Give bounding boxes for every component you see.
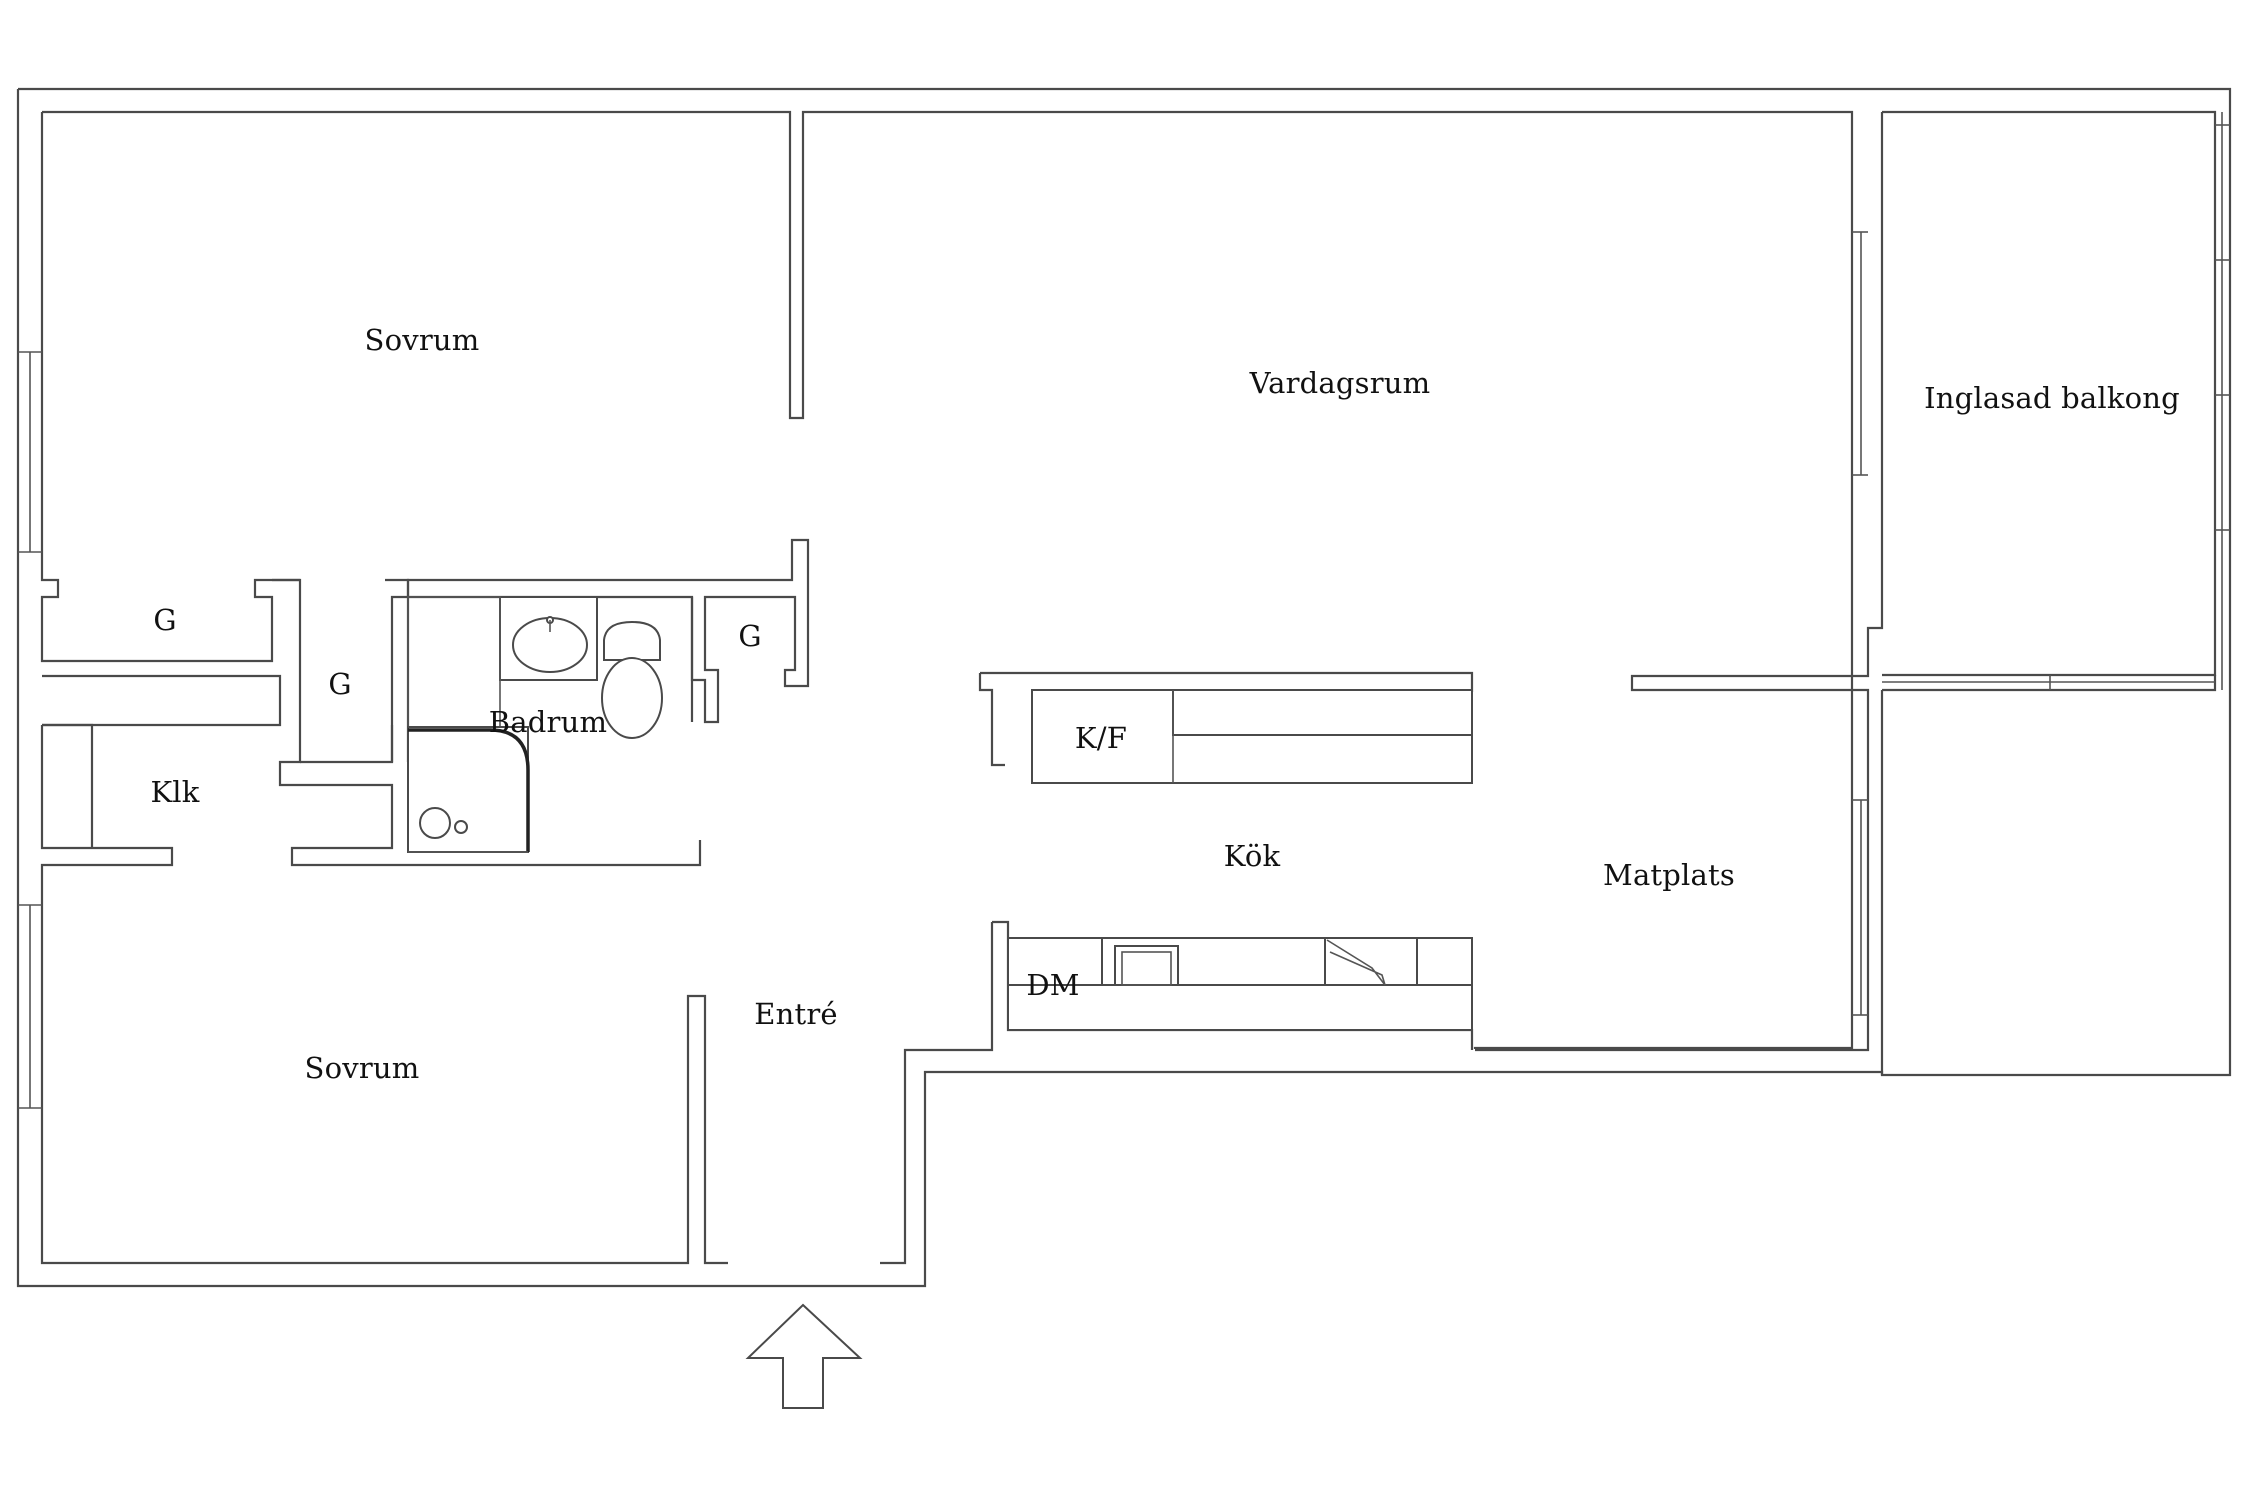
room-label-klk: Klk	[150, 775, 200, 809]
room-label-badrum: Badrum	[488, 705, 608, 739]
room-label-vardagsrum: Vardagsrum	[1249, 366, 1431, 400]
left-windows	[18, 351, 42, 1109]
kitchen-bottom-counter	[992, 920, 1474, 1050]
room-label-g-mid: G	[328, 667, 352, 701]
room-label-sovrum-top: Sovrum	[364, 323, 480, 357]
toilet-icon	[603, 620, 661, 661]
room-label-kok: Kök	[1223, 839, 1281, 873]
bathroom-fixtures	[407, 596, 663, 853]
outer-walls	[16, 87, 2232, 1288]
room-label-g-left: G	[153, 603, 177, 637]
stove-icon	[1324, 937, 1418, 986]
room-label-sovrum-bottom: Sovrum	[304, 1051, 420, 1085]
kitchen-top-counter	[978, 671, 1474, 784]
room-label-g-right: G	[738, 619, 762, 653]
room-label-kf: K/F	[1074, 721, 1128, 755]
shower-icon	[419, 807, 451, 839]
balcony-windows	[1852, 112, 2230, 1016]
room-label-dm: DM	[1026, 968, 1080, 1002]
room-label-entre: Entré	[754, 997, 838, 1031]
entrance-arrow-icon	[745, 1303, 863, 1409]
room-label-balkong: Inglasad balkong	[1924, 381, 2180, 415]
room-label-matplats: Matplats	[1603, 858, 1735, 892]
